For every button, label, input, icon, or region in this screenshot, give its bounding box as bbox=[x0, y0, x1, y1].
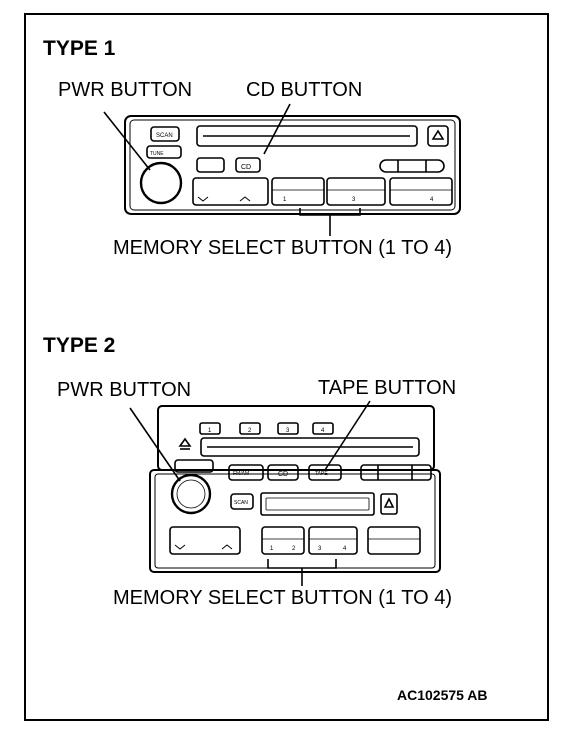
type2-top-3-text: 3 bbox=[286, 428, 290, 434]
type2-preset-4-text: 4 bbox=[343, 546, 347, 552]
type2-top-button-4[interactable] bbox=[312, 422, 334, 435]
type1-memory-select-callout: MEMORY SELECT BUTTON (1 TO 4) bbox=[113, 237, 452, 259]
type1-fmam-button[interactable] bbox=[196, 157, 225, 173]
type2-top-1-text: 1 bbox=[208, 428, 212, 434]
type1-cd-text: CD bbox=[241, 164, 251, 171]
type2-cd-button[interactable] bbox=[267, 464, 299, 481]
type2-radio-unit bbox=[149, 405, 441, 573]
type2-title: TYPE 2 bbox=[43, 334, 116, 357]
figure-frame bbox=[24, 13, 549, 721]
type2-cd-slot bbox=[200, 437, 420, 457]
type1-scan-text: SCAN bbox=[156, 133, 173, 139]
type2-top-2-text: 2 bbox=[248, 428, 252, 434]
type2-preset-3-text: 3 bbox=[318, 546, 322, 552]
type1-pwr-knob[interactable] bbox=[139, 161, 183, 205]
type1-seek-button[interactable] bbox=[379, 159, 445, 173]
type1-radio-unit bbox=[124, 115, 461, 215]
type2-pwr-label-button[interactable] bbox=[174, 459, 214, 473]
type1-tune-text: TUNE bbox=[150, 151, 164, 157]
type2-pwr-button-callout: PWR BUTTON bbox=[57, 379, 192, 401]
type1-cd-button-callout: CD BUTTON bbox=[246, 79, 363, 101]
type1-preset-button-4[interactable] bbox=[389, 177, 453, 206]
type1-preset-button-1-2[interactable] bbox=[271, 177, 325, 206]
type1-cd-button[interactable] bbox=[235, 157, 261, 173]
type2-fmam-text: FM/AM bbox=[233, 471, 249, 477]
type2-right-panel bbox=[367, 526, 421, 555]
type2-preset-button-1-2[interactable] bbox=[261, 526, 305, 555]
type2-cd-text: CD bbox=[278, 471, 288, 478]
type2-tape-button-callout: TAPE BUTTON bbox=[318, 377, 457, 399]
type2-top-button-3[interactable] bbox=[277, 422, 299, 435]
type1-pwr-button-callout: PWR BUTTON bbox=[58, 79, 193, 101]
type2-top-4-text: 4 bbox=[321, 428, 325, 434]
type2-tape-leader bbox=[324, 400, 371, 471]
type1-pwr-panel bbox=[192, 177, 269, 206]
type1-preset-button-3[interactable] bbox=[326, 177, 386, 206]
type2-tape-button[interactable] bbox=[308, 464, 342, 481]
type2-memory-bracket bbox=[267, 559, 337, 569]
type1-scan-button[interactable] bbox=[150, 126, 180, 142]
type1-pwr-leader bbox=[103, 111, 151, 171]
type1-preset-1-text: 1 bbox=[283, 197, 287, 203]
type2-seek-button[interactable] bbox=[360, 464, 432, 481]
type2-fmam-button[interactable] bbox=[228, 464, 264, 481]
type2-memory-select-callout: MEMORY SELECT BUTTON (1 TO 4) bbox=[113, 587, 452, 609]
type2-scan-text: SCAN bbox=[234, 500, 248, 506]
type2-pwr-leader bbox=[129, 407, 181, 482]
type2-preset-2-text: 2 bbox=[292, 546, 296, 552]
type2-tape-text: TAPE bbox=[315, 471, 328, 477]
figure-id: AC102575 AB bbox=[397, 687, 488, 703]
type2-left-panel bbox=[169, 526, 241, 555]
type2-tape-eject-button[interactable] bbox=[380, 493, 398, 515]
type2-top-button-1[interactable] bbox=[199, 422, 221, 435]
type2-preset-button-3-4[interactable] bbox=[308, 526, 358, 555]
type1-eject-button[interactable] bbox=[427, 125, 449, 147]
type2-cassette-door bbox=[260, 492, 375, 516]
type2-top-button-2[interactable] bbox=[239, 422, 261, 435]
type1-preset-3-text: 3 bbox=[352, 197, 356, 203]
type2-scan-button[interactable] bbox=[230, 493, 254, 510]
type1-cd-slot bbox=[196, 125, 418, 147]
type2-pwr-knob[interactable] bbox=[170, 473, 212, 515]
type2-preset-1-text: 1 bbox=[270, 546, 274, 552]
type1-title: TYPE 1 bbox=[43, 37, 116, 60]
type1-tune-button[interactable] bbox=[146, 145, 182, 159]
type1-cd-leader bbox=[263, 103, 291, 155]
type1-preset-4-text: 4 bbox=[430, 197, 434, 203]
